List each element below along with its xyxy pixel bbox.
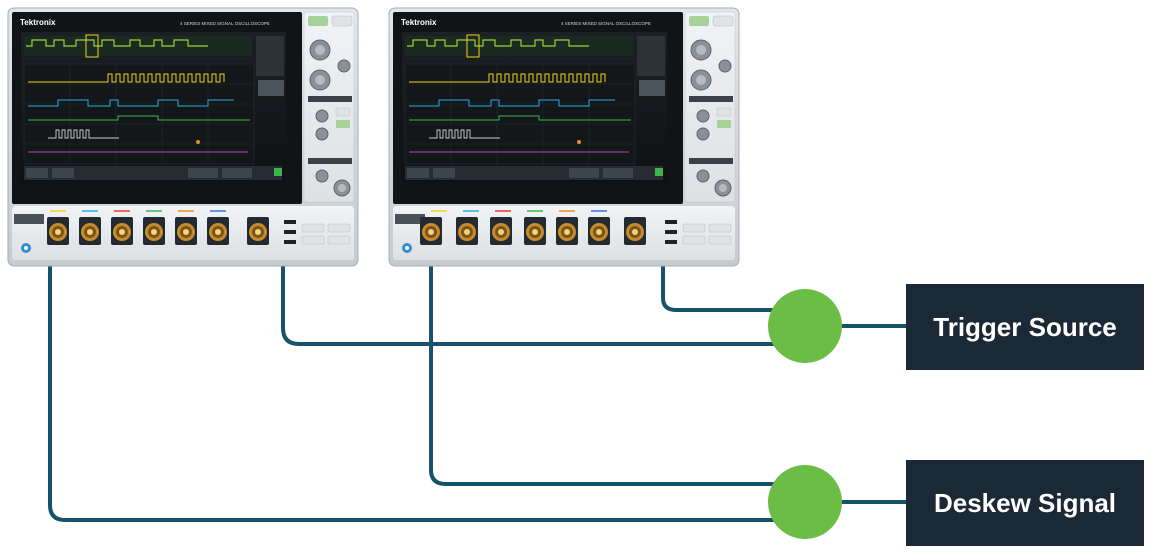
channel-connector-row xyxy=(420,210,646,245)
channel-5-connector xyxy=(175,217,197,245)
scope-series: 4 SERIES MIXED SIGNAL OSCILLOSCOPE xyxy=(180,21,270,26)
cable-deskew-to-scope2 xyxy=(429,238,807,486)
scope-brand: Tektronix xyxy=(401,18,437,27)
channel-2-connector xyxy=(79,217,101,245)
trigger-source-label: Trigger Source xyxy=(906,284,1144,370)
trigger-source-text: Trigger Source xyxy=(933,312,1117,342)
aux-in-connector xyxy=(624,217,646,245)
deskew-junction-node xyxy=(768,465,842,539)
channel-connector-row xyxy=(47,210,269,245)
cable-trigger-to-scope2 xyxy=(661,228,807,312)
aux-in-connector xyxy=(247,217,269,245)
scope-series: 4 SERIES MIXED SIGNAL OSCILLOSCOPE xyxy=(561,21,651,26)
deskew-signal-label: Deskew Signal xyxy=(906,460,1144,546)
cable-trigger-to-scope1 xyxy=(281,228,807,346)
channel-1-connector xyxy=(420,217,442,245)
channel-4-connector xyxy=(143,217,165,245)
channel-4-connector xyxy=(524,217,546,245)
trigger-junction-node xyxy=(768,289,842,363)
oscilloscope-2: Tektronix 4 SERIES MIXED SIGNAL OSCILLOS… xyxy=(388,7,740,267)
channel-1-connector xyxy=(47,217,69,245)
channel-3-connector xyxy=(490,217,512,245)
channel-2-connector xyxy=(456,217,478,245)
cable-deskew-to-scope1 xyxy=(48,238,807,522)
channel-3-connector xyxy=(111,217,133,245)
oscilloscope-1: Tektronix 4 SERIES MIXED SIGNAL OSCILLOS… xyxy=(7,7,359,267)
scope-brand: Tektronix xyxy=(20,18,56,27)
deskew-signal-text: Deskew Signal xyxy=(934,488,1116,518)
channel-6-connector xyxy=(588,217,610,245)
channel-6-connector xyxy=(207,217,229,245)
channel-5-connector xyxy=(556,217,578,245)
cable-group xyxy=(48,228,908,522)
